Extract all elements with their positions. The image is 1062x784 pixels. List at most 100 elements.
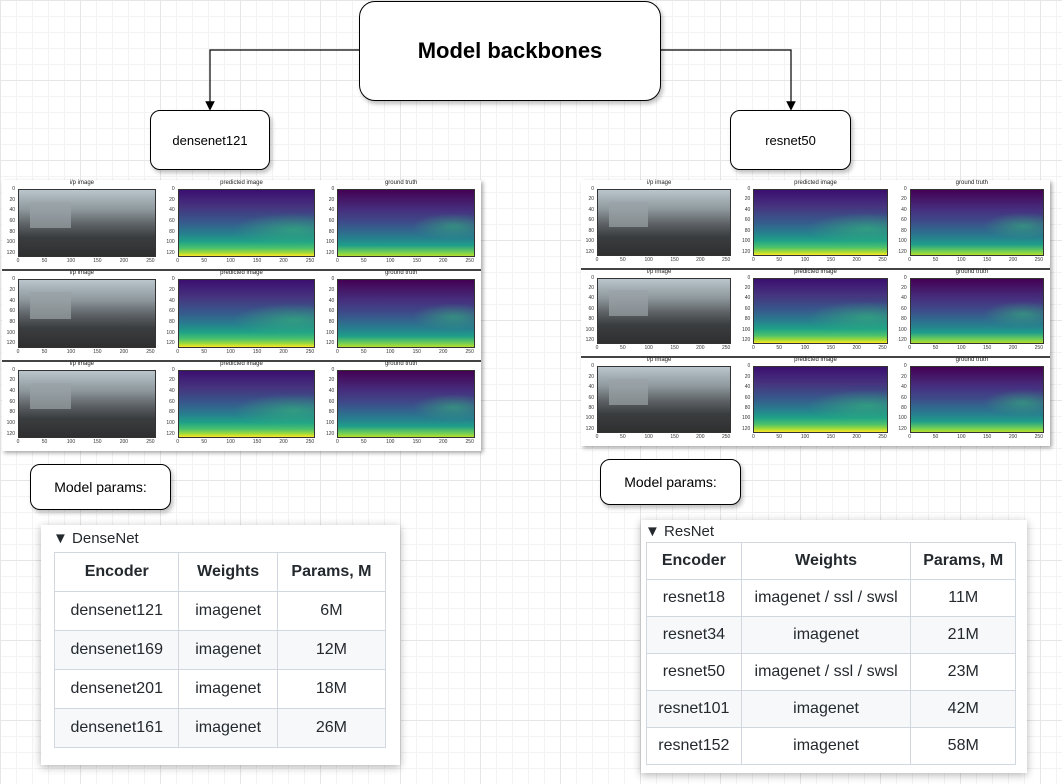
y-tick-label: 40	[328, 297, 335, 304]
densenet-model-params-label: Model params:	[30, 464, 171, 510]
ground-truth-image	[909, 277, 1044, 345]
x-tick-label: 100	[644, 256, 653, 263]
y-tick-label: 60	[169, 218, 175, 225]
params-cell: 6M	[276, 591, 387, 631]
y-tick-label: 100	[898, 326, 907, 333]
x-tick-label: 100	[386, 348, 395, 355]
x-tick-label: 200	[119, 258, 129, 265]
x-tick-label: 50	[932, 433, 939, 440]
y-tick-label: 120	[898, 337, 907, 344]
params-cell: 42M	[910, 690, 1016, 728]
y-tick-label: 0	[903, 186, 907, 192]
x-tick-label: 150	[412, 258, 421, 265]
weights-cell: imagenet	[740, 727, 912, 765]
densenet-summary-toggle[interactable]: ▼ DenseNet	[53, 530, 139, 547]
x-tick-label: 200	[119, 438, 129, 445]
resnet-summary-toggle[interactable]: ▼ ResNet	[645, 523, 715, 540]
panel-title: predicted image	[220, 180, 263, 186]
x-tick-label: 100	[66, 348, 76, 355]
x-tick-label: 0	[335, 438, 339, 445]
y-tick-label: 80	[901, 404, 907, 411]
x-tick-label: 0	[908, 433, 912, 440]
y-tick-label: 40	[9, 207, 15, 214]
x-tick-label: 100	[386, 438, 395, 445]
x-tick-label: 250	[465, 348, 474, 355]
y-tick-label: 20	[744, 373, 751, 380]
input-image	[597, 277, 732, 345]
y-tick-label: 20	[744, 196, 751, 203]
panel-title: predicted image	[794, 180, 837, 186]
densenet-header-params-m: Params, M	[276, 552, 387, 592]
y-tick-label: 20	[328, 377, 335, 384]
y-tick-label: 20	[9, 196, 15, 203]
y-tick-label: 60	[901, 394, 907, 401]
x-tick-label: 200	[279, 438, 288, 445]
y-tick-label: 20	[9, 287, 15, 293]
y-tick-label: 20	[9, 377, 15, 384]
y-tick-label: 40	[588, 384, 594, 391]
y-tick-label: 100	[585, 238, 594, 245]
panel-title: i/p image	[69, 360, 94, 367]
x-tick-label: 100	[226, 438, 235, 445]
x-tick-label: 200	[119, 348, 129, 355]
x-tick-label: 250	[878, 345, 887, 352]
y-tick-label: 100	[166, 239, 175, 246]
y-tick-label: 60	[169, 308, 175, 315]
y-tick-label: 40	[328, 207, 335, 214]
params-cell: 12M	[276, 630, 387, 670]
x-tick-label: 100	[66, 438, 76, 445]
x-tick-label: 200	[852, 345, 861, 352]
y-tick-label: 100	[166, 420, 175, 427]
y-tick-label: 60	[744, 305, 751, 312]
y-tick-label: 0	[591, 274, 594, 281]
x-tick-label: 250	[146, 438, 155, 445]
input-image	[18, 279, 156, 348]
panel-title: i/p image	[69, 270, 94, 277]
x-tick-label: 200	[1008, 256, 1018, 263]
x-tick-label: 250	[305, 258, 315, 265]
y-tick-label: 80	[901, 227, 907, 234]
panel-title: ground truth	[384, 270, 418, 277]
x-tick-label: 0	[751, 256, 755, 263]
y-tick-label: 100	[741, 238, 751, 245]
y-tick-label: 100	[166, 329, 175, 336]
params-cell: 21M	[910, 616, 1016, 654]
x-tick-label: 50	[932, 256, 939, 263]
y-tick-label: 40	[169, 297, 175, 304]
y-tick-label: 0	[171, 276, 175, 283]
x-tick-label: 250	[465, 258, 474, 265]
x-tick-label: 100	[226, 348, 235, 355]
y-tick-label: 80	[169, 409, 175, 416]
x-tick-label: 250	[305, 348, 315, 355]
encoder-cell: resnet101	[646, 690, 742, 728]
y-tick-label: 40	[169, 207, 175, 214]
ground-truth-image	[909, 366, 1044, 433]
encoder-cell: resnet34	[646, 616, 742, 654]
y-tick-label: 60	[9, 218, 15, 225]
resnet50-node: resnet50	[730, 110, 851, 170]
y-tick-label: 60	[588, 305, 594, 312]
x-tick-label: 50	[41, 438, 48, 445]
x-tick-label: 250	[465, 438, 474, 445]
x-tick-label: 0	[908, 345, 912, 352]
ground-truth-image	[337, 189, 475, 258]
x-tick-label: 0	[751, 345, 755, 352]
y-tick-label: 60	[588, 217, 594, 224]
x-tick-label: 50	[201, 258, 207, 265]
y-tick-label: 120	[166, 250, 175, 257]
y-tick-label: 120	[585, 248, 594, 255]
y-tick-label: 80	[9, 228, 15, 235]
y-tick-label: 0	[747, 274, 751, 281]
y-tick-label: 40	[169, 388, 175, 394]
predicted-image	[177, 369, 316, 438]
